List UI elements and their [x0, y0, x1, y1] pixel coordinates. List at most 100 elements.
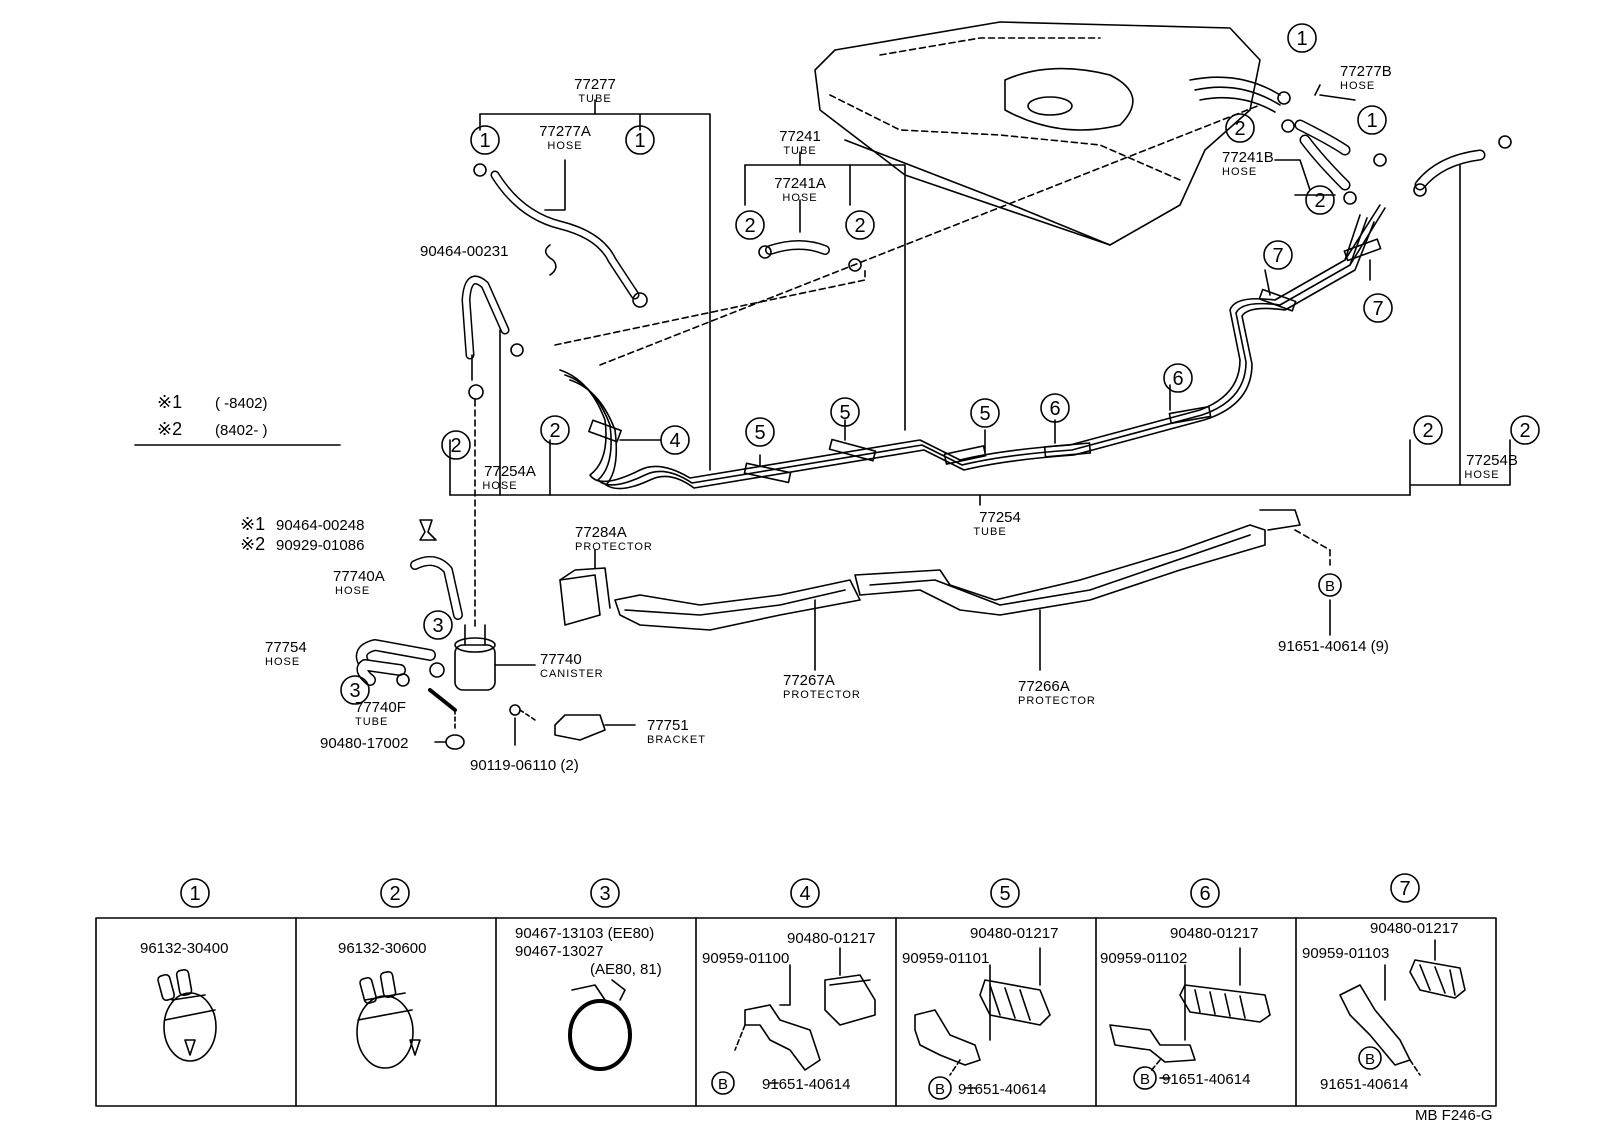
- part-90929-01086: 90929-01086: [276, 537, 364, 554]
- callout-2: 2: [854, 215, 865, 237]
- part-77241-desc: TUBE: [783, 145, 816, 157]
- callout-6: 6: [1172, 368, 1183, 390]
- callout-2: 2: [1519, 420, 1530, 442]
- table-callout-4: 4: [799, 883, 810, 905]
- part-77740-num: 77740: [540, 651, 582, 668]
- part-77254B-num: 77254B: [1466, 452, 1518, 469]
- part-77740F-num: 77740F: [355, 699, 406, 716]
- t3-part-a: 90467-13103 (EE80): [515, 925, 654, 942]
- part-77740F-desc: TUBE: [355, 716, 388, 728]
- callout-2: 2: [1422, 420, 1433, 442]
- table-callout-6: 6: [1199, 883, 1210, 905]
- callout-1: 1: [1366, 110, 1377, 132]
- part-90464-00248-mark: ※1: [240, 514, 265, 534]
- t3-part-c: (AE80, 81): [590, 961, 662, 978]
- part-77754-num: 77754: [265, 639, 307, 656]
- table-callout-2: 2: [389, 883, 400, 905]
- callout-2: 2: [1234, 118, 1245, 140]
- table-callout-3: 3: [599, 883, 610, 905]
- part-77254-desc: TUBE: [973, 526, 1006, 538]
- callout-1: 1: [634, 130, 645, 152]
- callout-7: 7: [1372, 298, 1383, 320]
- callout-markers: 1 1 2 2 1 1 2 2 7 7 2 2 4 5 5 5 6 6 2 2 …: [180, 23, 1540, 1100]
- legend-range-2: (8402- ): [215, 422, 268, 439]
- part-77241-num: 77241: [779, 128, 821, 145]
- part-77267A-desc: PROTECTOR: [783, 689, 861, 701]
- part-77277A-num: 77277A: [539, 123, 591, 140]
- callout-3: 3: [349, 680, 360, 702]
- part-77740-desc: CANISTER: [540, 668, 604, 680]
- t7-part-c: 91651-40614: [1320, 1076, 1408, 1093]
- callout-4: 4: [669, 430, 680, 452]
- part-77254-num: 77254: [979, 509, 1021, 526]
- part-77241B-num: 77241B: [1222, 149, 1274, 166]
- part-77267A-num: 77267A: [783, 672, 835, 689]
- t5-part-b: 90959-01101: [902, 950, 989, 967]
- part-90464-00248: 90464-00248: [276, 517, 364, 534]
- t7-part-b: 90959-01103: [1302, 945, 1389, 962]
- callout-3: 3: [432, 615, 443, 637]
- callout-2: 2: [744, 215, 755, 237]
- part-77254B-desc: HOSE: [1464, 469, 1499, 481]
- part-77751-num: 77751: [647, 717, 689, 734]
- bolt-mark: B: [1140, 1071, 1150, 1088]
- t6-part-c: 91651-40614: [1162, 1071, 1250, 1088]
- part-90480-17002: 90480-17002: [320, 735, 408, 752]
- part-77751-desc: BRACKET: [647, 734, 706, 746]
- t5-part-c: 91651-40614: [958, 1081, 1046, 1098]
- callout-5: 5: [979, 403, 990, 425]
- part-77266A-desc: PROTECTOR: [1018, 695, 1096, 707]
- callout-1: 1: [1296, 28, 1307, 50]
- part-77277B-desc: HOSE: [1340, 80, 1375, 92]
- part-77254A-desc: HOSE: [482, 480, 517, 492]
- part-labels: 77277 TUBE 77277A HOSE 90464-00231 77241…: [240, 63, 1518, 774]
- part-77241A-desc: HOSE: [782, 192, 817, 204]
- callout-2: 2: [549, 420, 560, 442]
- callout-7: 7: [1272, 245, 1283, 267]
- part-77277-num: 77277: [574, 76, 616, 93]
- bolt-mark: B: [1325, 578, 1335, 595]
- t6-part-a: 90480-01217: [1170, 925, 1258, 942]
- legend-range-1: ( -8402): [215, 395, 268, 412]
- t7-part-a: 90480-01217: [1370, 920, 1458, 937]
- legend: ※1 ( -8402) ※2 (8402- ): [157, 392, 268, 439]
- detail-drawings: [157, 959, 1466, 1076]
- bolt-mark: B: [935, 1081, 945, 1098]
- t6-part-b: 90959-01102: [1100, 950, 1187, 967]
- t4-part-c: 91651-40614: [762, 1076, 850, 1093]
- part-90464-00231: 90464-00231: [420, 243, 508, 260]
- diagram-id: MB F246-G: [1415, 1107, 1493, 1124]
- legend-mark-2: ※2: [157, 419, 182, 439]
- part-77277B-num: 77277B: [1340, 63, 1392, 80]
- part-77740A-desc: HOSE: [335, 585, 370, 597]
- part-77254A-num: 77254A: [484, 463, 536, 480]
- table-callout-1: 1: [189, 883, 200, 905]
- bolt-mark: B: [718, 1076, 728, 1093]
- table-callout-7: 7: [1399, 878, 1410, 900]
- t2-part-a: 96132-30600: [338, 940, 426, 957]
- bolt-mark: B: [1365, 1051, 1375, 1068]
- part-77241A-num: 77241A: [774, 175, 826, 192]
- callout-5: 5: [839, 402, 850, 424]
- callout-1: 1: [479, 130, 490, 152]
- part-77266A-num: 77266A: [1018, 678, 1070, 695]
- part-90929-01086-mark: ※2: [240, 534, 265, 554]
- table-callout-5: 5: [999, 883, 1010, 905]
- t1-part-a: 96132-30400: [140, 940, 228, 957]
- part-91651-40614-9: 91651-40614 (9): [1278, 638, 1389, 655]
- tube-bundle: [559, 204, 1386, 490]
- detail-table-labels: 96132-30400 96132-30600 90467-13103 (EE8…: [140, 920, 1458, 1098]
- t4-part-a: 90480-01217: [787, 930, 875, 947]
- callout-2: 2: [1314, 190, 1325, 212]
- callout-2: 2: [450, 435, 461, 457]
- callout-5: 5: [754, 422, 765, 444]
- t3-part-b: 90467-13027: [515, 943, 603, 960]
- canister-assembly: [355, 519, 636, 750]
- legend-mark-1: ※1: [157, 392, 182, 412]
- part-77277-desc: TUBE: [578, 93, 611, 105]
- part-90119-06110: 90119-06110 (2): [470, 757, 579, 774]
- part-77284A-desc: PROTECTOR: [575, 541, 653, 553]
- protector-assembly: [559, 509, 1331, 671]
- detail-table: [95, 917, 1497, 1107]
